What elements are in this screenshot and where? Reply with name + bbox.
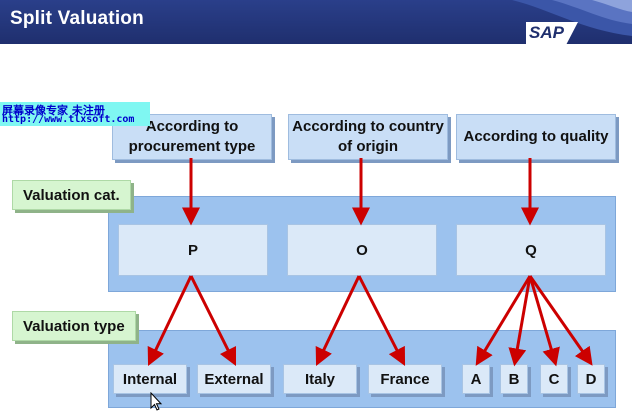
type-box-italy: Italy bbox=[283, 364, 357, 394]
category-box-o: O bbox=[287, 224, 437, 276]
header-wave-decoration bbox=[512, 0, 632, 36]
criterion-quality: According to quality bbox=[456, 114, 616, 160]
type-box-france: France bbox=[368, 364, 442, 394]
type-box-b: B bbox=[500, 364, 528, 394]
recorder-watermark: 屏幕录像专家 未注册 http://www.tlxsoft.com bbox=[0, 102, 150, 126]
mouse-pointer-icon bbox=[150, 392, 163, 411]
page-title: Split Valuation bbox=[10, 8, 144, 29]
type-box-d: D bbox=[577, 364, 605, 394]
criterion-country-of-origin: According to country of origin bbox=[288, 114, 448, 160]
title-bar: Split Valuation SAP bbox=[0, 0, 632, 44]
sap-logo: SAP bbox=[526, 22, 578, 44]
watermark-text: 屏幕录像专家 未注册 bbox=[2, 104, 105, 117]
category-box-p: P bbox=[118, 224, 268, 276]
type-box-a: A bbox=[462, 364, 490, 394]
type-box-c: C bbox=[540, 364, 568, 394]
category-box-q: Q bbox=[456, 224, 606, 276]
valuation-type-label: Valuation type bbox=[12, 311, 136, 341]
valuation-category-label: Valuation cat. bbox=[12, 180, 131, 210]
type-box-external: External bbox=[197, 364, 271, 394]
watermark-url: http://www.tlxsoft.com bbox=[2, 114, 135, 125]
type-box-internal: Internal bbox=[113, 364, 187, 394]
